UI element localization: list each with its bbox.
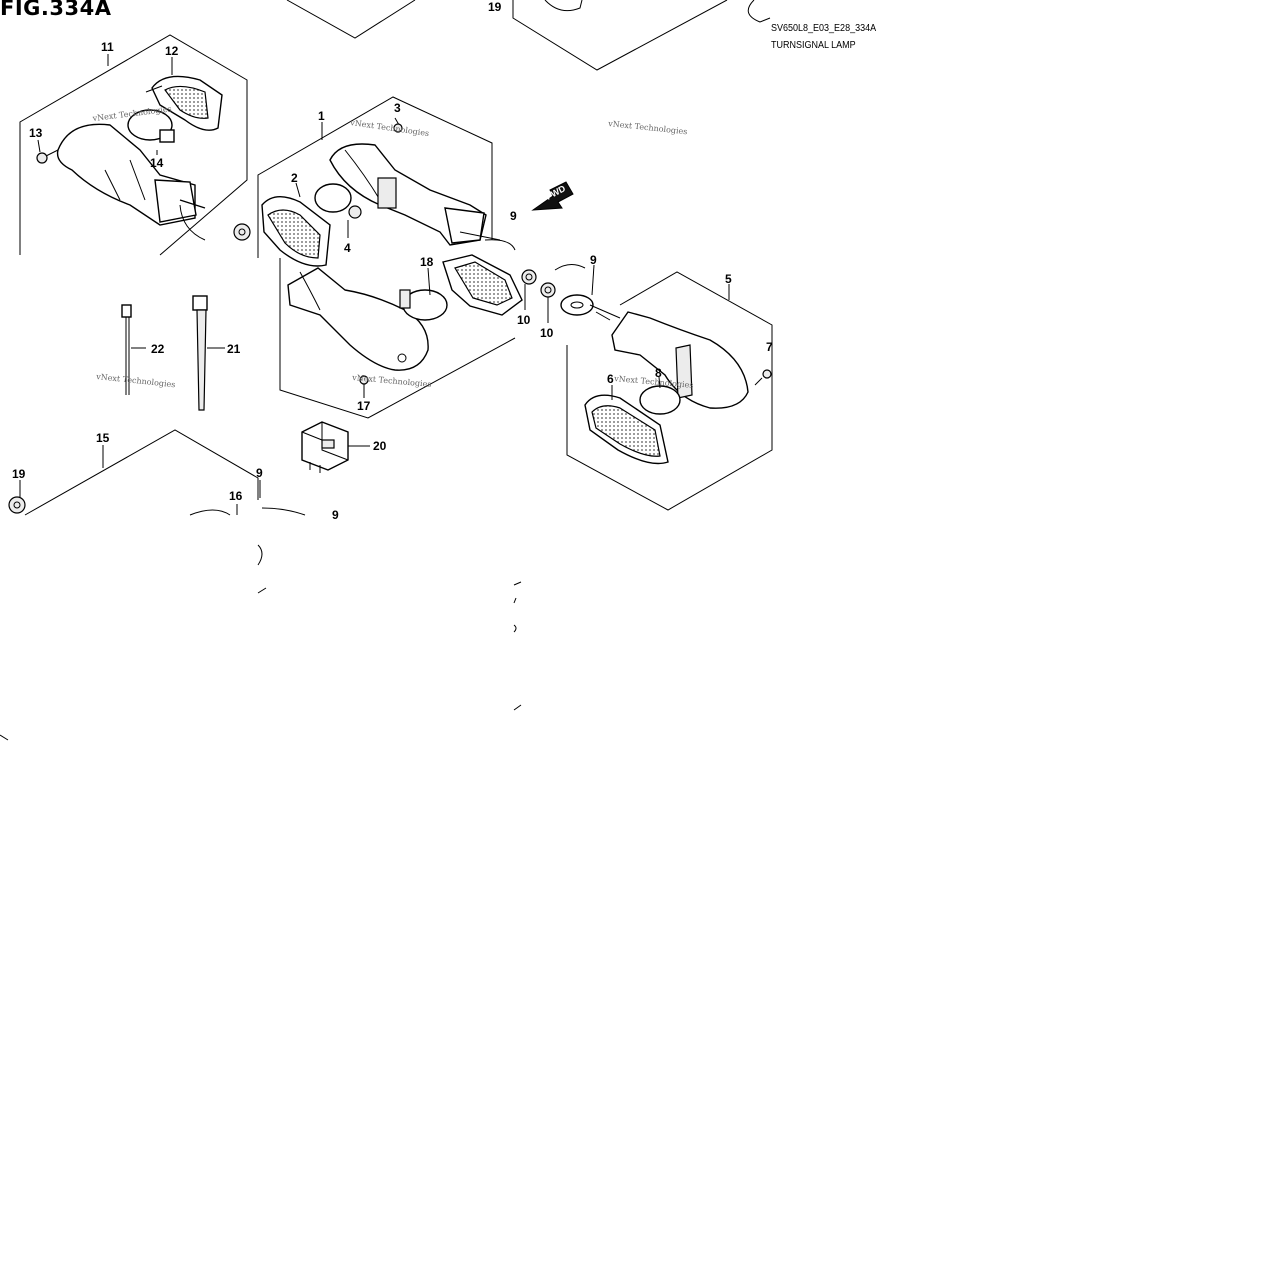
callout-13: 13: [29, 126, 43, 140]
fwd-arrow: FWD: [531, 181, 574, 211]
watermark-2: vNext Technologies: [349, 118, 430, 138]
group-lower-center-frame: [279, 258, 516, 419]
bulb-14: [127, 109, 175, 143]
top-left-partial-outline: [286, 0, 416, 39]
callout-1: 1: [318, 109, 325, 123]
group-5-frame: [566, 271, 773, 511]
callout-3: 3: [394, 101, 401, 115]
screw-3: [393, 117, 403, 133]
group-1-frame: [257, 96, 493, 258]
lens-12: [145, 75, 223, 131]
callout-8: 8: [655, 366, 662, 380]
callout-11: 11: [101, 40, 114, 54]
diagram-code: SV650L8_E03_E28_334A: [771, 23, 877, 34]
screw-7: [754, 369, 772, 386]
grommet-9: [560, 294, 594, 316]
lens-6: [584, 394, 669, 465]
top-right-partial-outline: [512, 0, 771, 71]
rear-left-turnsignal-assembly: [56, 123, 206, 241]
callout-9-d: 9: [332, 508, 339, 522]
cable-tie-21: [192, 295, 225, 411]
relay-20: [301, 421, 370, 473]
nut-upper: [233, 223, 251, 241]
front-left-turnsignal-assembly: [329, 143, 501, 246]
bulb-18: [399, 289, 448, 321]
callout-4: 4: [344, 241, 351, 255]
callout-7: 7: [766, 340, 773, 354]
leader-lines: [19, 57, 661, 498]
nut-19-lower: [8, 496, 26, 514]
rear-right-turnsignal-assembly: [287, 267, 429, 371]
callout-20: 20: [373, 439, 387, 453]
callout-19-b: 19: [12, 467, 26, 481]
callout-numbers: 1 2 3 4 5 6 7 8 9 9 9 9 10 10 11 12 13 1…: [12, 0, 773, 522]
callout-22: 22: [151, 342, 165, 356]
lower-wiring-fragments: [0, 507, 522, 741]
wiring-section: [484, 239, 621, 319]
callout-6: 6: [607, 372, 614, 386]
cable-tie-22: [121, 304, 146, 395]
front-right-turnsignal-assembly: [595, 311, 749, 409]
bulb-8: [639, 385, 681, 415]
callout-14: 14: [150, 156, 164, 170]
figure-title: FIG.334A: [0, 0, 112, 20]
callout-10-a: 10: [517, 313, 531, 327]
bulb-4: [314, 183, 362, 219]
callout-21: 21: [227, 342, 241, 356]
callout-17: 17: [357, 399, 371, 413]
lens-2: [261, 196, 331, 267]
nut-10-right: [540, 282, 556, 298]
watermark-4: vNext Technologies: [95, 372, 176, 389]
callout-9-a: 9: [510, 209, 517, 223]
callout-2: 2: [291, 171, 298, 185]
diagram-name: TURNSIGNAL LAMP: [771, 40, 856, 51]
callout-15: 15: [96, 431, 110, 445]
watermark-3: vNext Technologies: [607, 119, 688, 136]
callout-5: 5: [725, 272, 732, 286]
callout-9-b: 9: [590, 253, 597, 267]
lens-rear-right: [442, 254, 523, 316]
callout-10-b: 10: [540, 326, 554, 340]
callout-19-a: 19: [488, 0, 502, 14]
callout-18: 18: [420, 255, 434, 269]
watermark-5: vNext Technologies: [351, 373, 432, 389]
callout-16: 16: [229, 489, 243, 503]
group-15-frame: [24, 429, 259, 516]
callout-9-c: 9: [256, 466, 263, 480]
nut-10-left: [521, 269, 537, 285]
group-11-frame: [19, 34, 248, 256]
callout-12: 12: [165, 44, 179, 58]
screw-13: [36, 149, 59, 164]
